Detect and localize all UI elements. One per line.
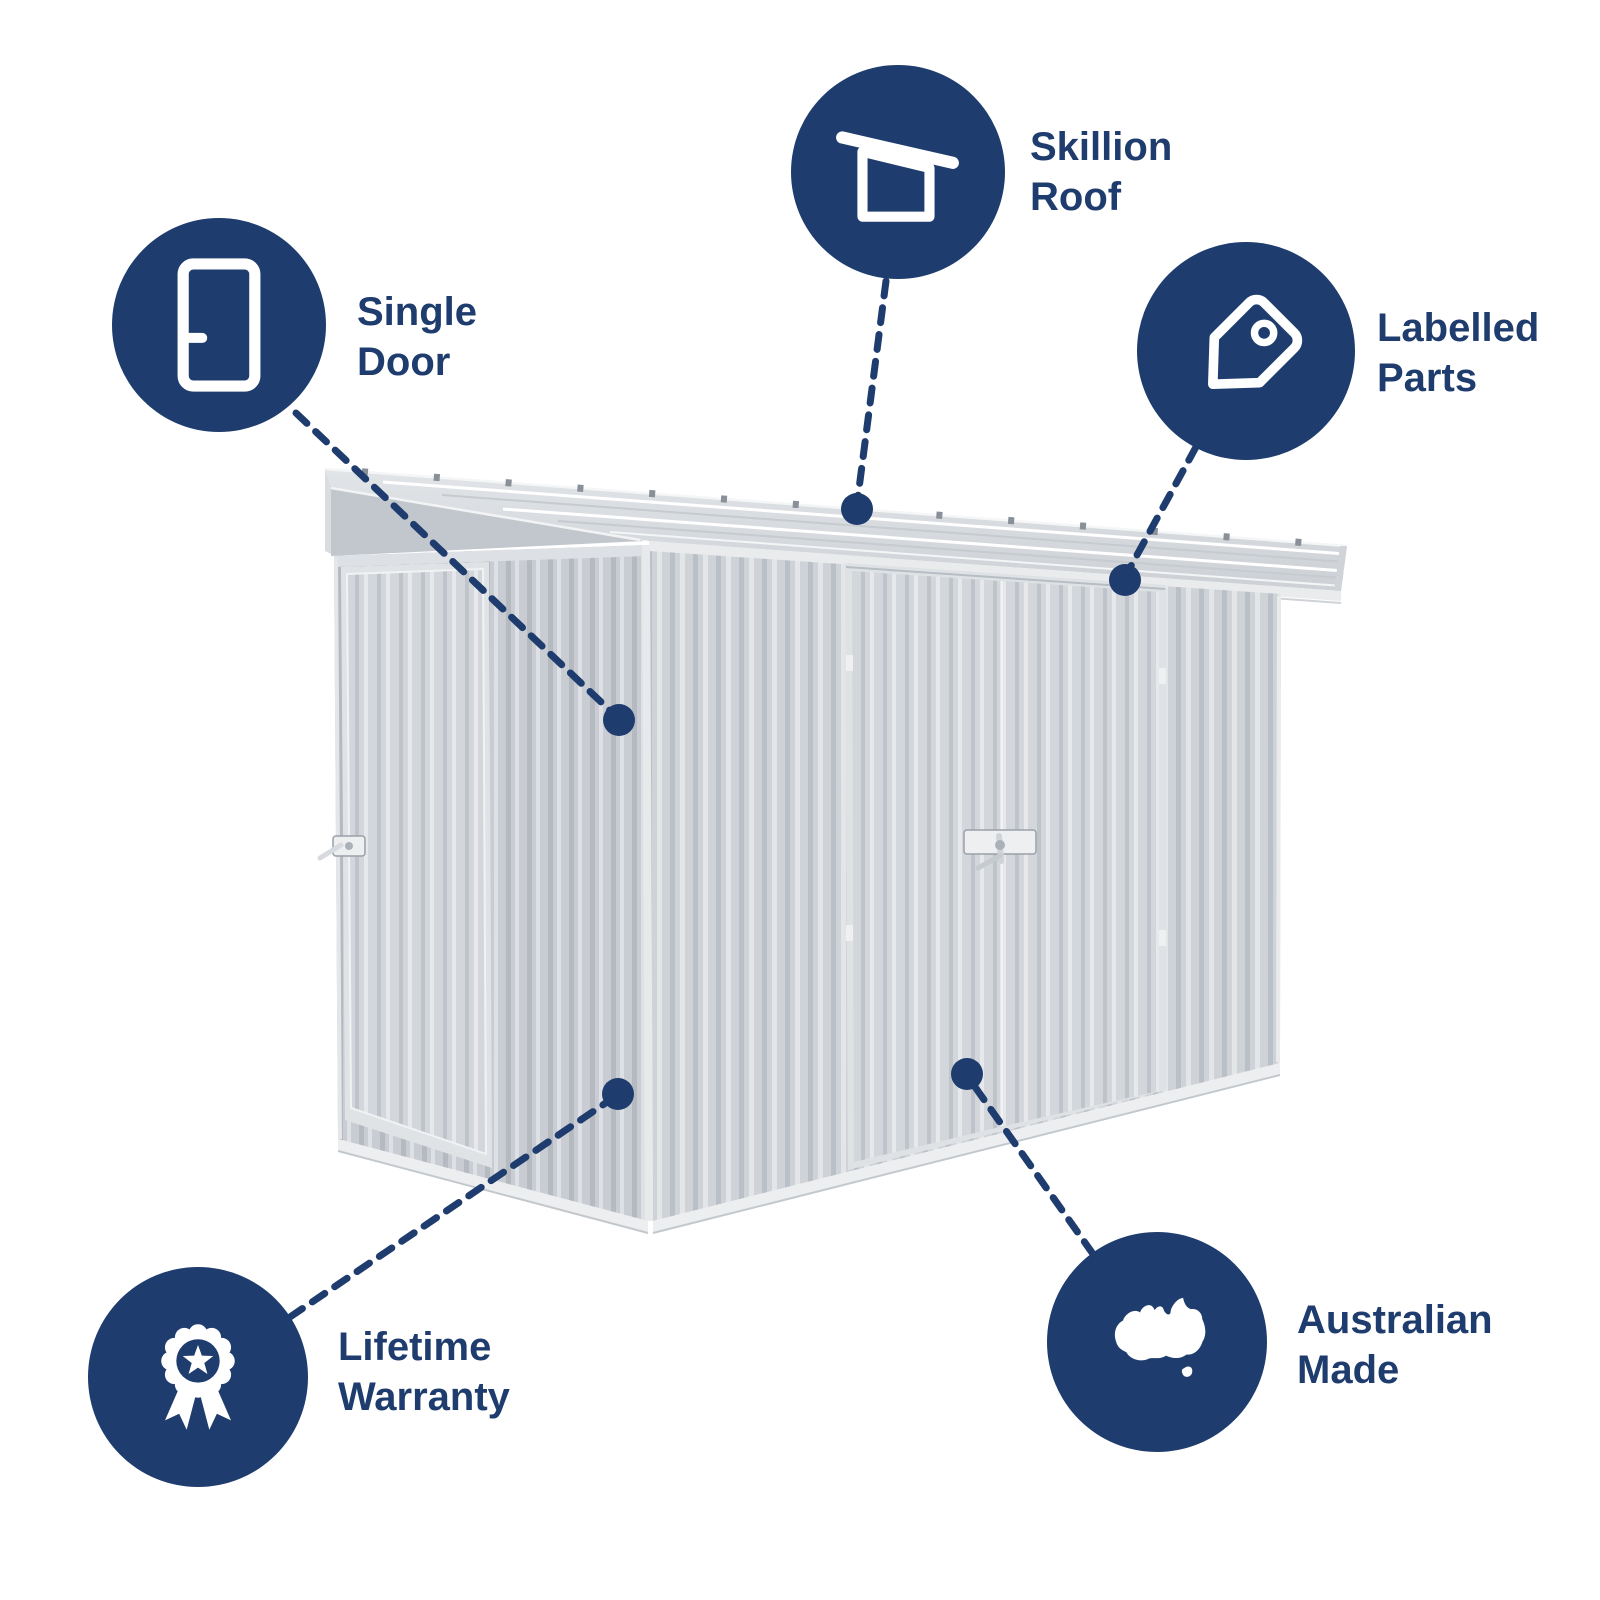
connector-dot-lifetime-warranty (602, 1078, 634, 1110)
badge-skillion-roof (791, 65, 1005, 279)
feature-label-line: Lifetime (338, 1325, 492, 1369)
shed-left-wall (317, 545, 648, 1221)
shed-front-wall (650, 551, 1281, 1221)
feature-label-line: Skillion (1030, 125, 1173, 169)
connector-lifetime-warranty (286, 1092, 620, 1321)
shed-double-doors (845, 563, 1166, 1170)
feature-label-line: Parts (1377, 356, 1478, 400)
feature-label-line: Door (357, 340, 451, 384)
door-icon (177, 258, 261, 392)
tag-icon (1208, 294, 1303, 389)
feature-label-line: Made (1297, 1348, 1400, 1392)
connector-dot-australian-made (951, 1058, 983, 1090)
badge-australian-made (1047, 1232, 1267, 1452)
connector-skillion-roof (853, 277, 890, 508)
shed-single-door (317, 562, 492, 1168)
connector-dot-skillion-roof (841, 493, 873, 525)
feature-label-lifetime-warranty: Lifetime Warranty (338, 1322, 510, 1422)
shed-roof (324, 467, 1348, 591)
badge-single-door (112, 218, 326, 432)
feature-label-australian-made: Australian Made (1297, 1295, 1493, 1395)
award-ribbon-icon (161, 1324, 235, 1430)
feature-label-single-door: Single Door (357, 287, 477, 387)
double-door-latch (963, 829, 1037, 871)
feature-label-line: Warranty (338, 1375, 510, 1419)
feature-label-skillion-roof: Skillion Roof (1030, 122, 1172, 222)
badge-labelled-parts (1137, 242, 1355, 460)
shed-corner-trim (642, 545, 653, 1221)
connector-labelled-parts (1121, 443, 1200, 581)
feature-label-labelled-parts: Labelled Parts (1377, 303, 1539, 403)
australia-map-icon (1114, 1297, 1206, 1377)
badge-lifetime-warranty (88, 1267, 308, 1487)
feature-label-line: Single (357, 290, 478, 334)
connector-dot-single-door (603, 704, 635, 736)
single-door-latch (317, 835, 366, 861)
connector-australian-made (964, 1073, 1097, 1258)
connector-single-door (292, 409, 623, 723)
skillion-roof-icon (836, 131, 959, 222)
connector-dot-labelled-parts (1109, 564, 1141, 596)
feature-label-line: Australian (1297, 1298, 1493, 1342)
feature-label-line: Labelled (1377, 306, 1540, 350)
feature-label-line: Roof (1030, 175, 1122, 219)
shed-base (337, 1063, 1281, 1234)
